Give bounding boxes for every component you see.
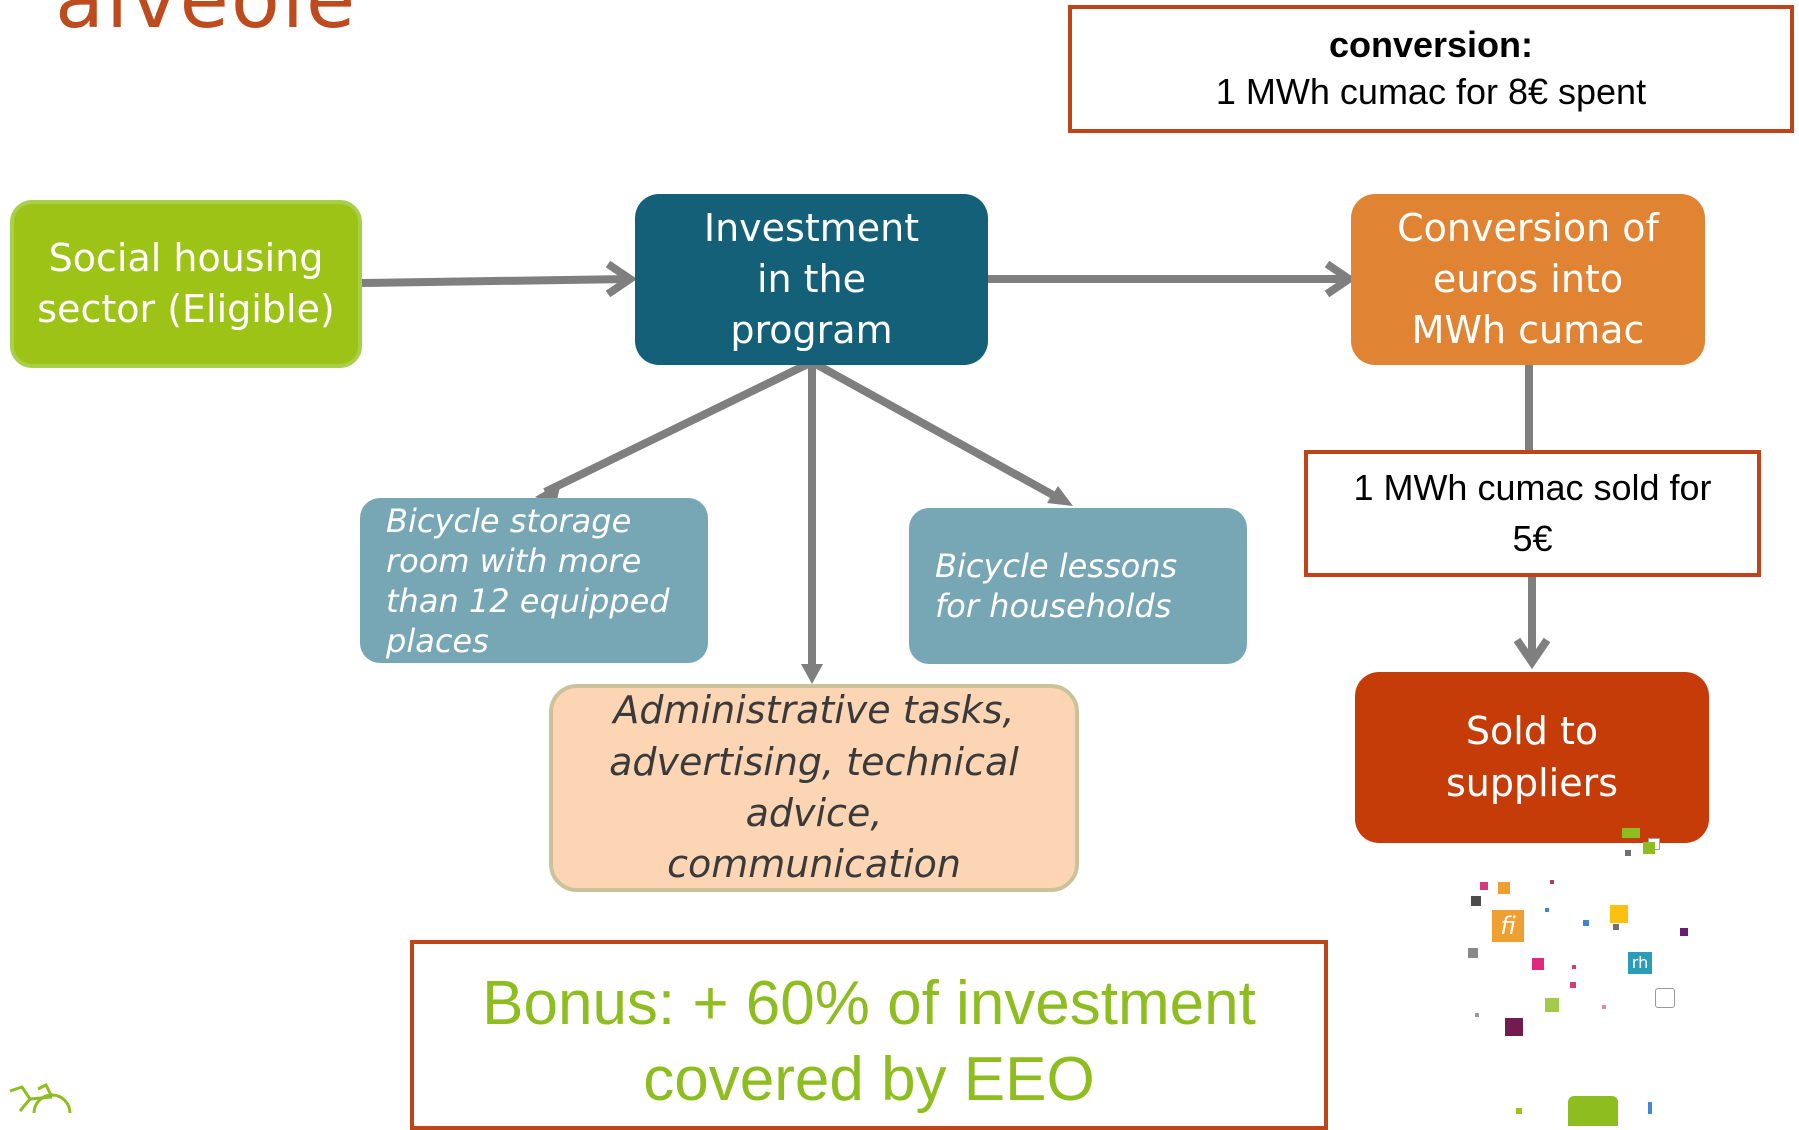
confetti-square bbox=[1610, 905, 1628, 923]
arrowhead-lessons bbox=[1047, 486, 1073, 506]
bonus-box: Bonus: + 60% of investment covered by EE… bbox=[410, 940, 1328, 1130]
confetti-square bbox=[1516, 1108, 1522, 1114]
arrowhead-admin bbox=[801, 664, 823, 684]
fi-partner-icon: fi bbox=[1492, 910, 1524, 942]
confetti-square bbox=[1613, 924, 1619, 930]
confetti-square bbox=[1655, 988, 1675, 1008]
node-investment-label: Investment in the program bbox=[703, 205, 920, 353]
bonus-text: Bonus: + 60% of investment covered by EE… bbox=[482, 969, 1256, 1114]
node-administrative-tasks-label: Administrative tasks, advertising, techn… bbox=[609, 688, 1019, 887]
confetti-square bbox=[1468, 948, 1478, 958]
rh-partner-icon: rh bbox=[1628, 952, 1652, 974]
node-sold-to-suppliers: Sold to suppliers bbox=[1355, 672, 1709, 843]
bicycle-icon bbox=[9, 1083, 72, 1113]
partner-logos-decoration: fi rh bbox=[1460, 800, 1740, 1126]
node-sold-to-suppliers-label: Sold to suppliers bbox=[1445, 709, 1619, 805]
arrow-investment-to-lessons bbox=[810, 358, 1064, 504]
confetti-square bbox=[1568, 1096, 1618, 1126]
confetti-square bbox=[1471, 896, 1481, 906]
node-bicycle-storage: Bicycle storage room with more than 12 e… bbox=[360, 498, 708, 663]
confetti-square bbox=[1480, 882, 1488, 890]
confetti-square bbox=[1643, 842, 1655, 854]
node-investment: Investment in the program bbox=[635, 194, 988, 365]
confetti-square bbox=[1545, 998, 1559, 1012]
arrow-investment-to-storage bbox=[543, 358, 814, 496]
arrow-sold-for-to-suppliers-head bbox=[1513, 637, 1551, 670]
conversion-heading: conversion: bbox=[1328, 24, 1534, 66]
confetti-square bbox=[1475, 1013, 1479, 1017]
node-administrative-tasks: Administrative tasks, advertising, techn… bbox=[549, 684, 1079, 892]
node-conversion: Conversion of euros into MWh cumac bbox=[1351, 194, 1705, 365]
alveole-logo: alveole bbox=[55, 0, 357, 40]
arrow-social-to-investment-head bbox=[605, 260, 638, 298]
node-social-housing: Social housing sector (Eligible) bbox=[10, 200, 362, 368]
node-sold-for-label: 1 MWh cumac sold for 5€ bbox=[1353, 467, 1712, 559]
confetti-square bbox=[1648, 1102, 1652, 1114]
node-bicycle-lessons-label: Bicycle lessons for households bbox=[935, 547, 1178, 625]
confetti-square bbox=[1602, 1005, 1606, 1009]
confetti-square bbox=[1570, 982, 1576, 988]
node-bicycle-storage-label: Bicycle storage room with more than 12 e… bbox=[386, 501, 670, 660]
confetti-square bbox=[1680, 928, 1688, 936]
conversion-rate-box: conversion: 1 MWh cumac for 8€ spent bbox=[1068, 5, 1794, 133]
confetti-square bbox=[1625, 850, 1631, 856]
node-sold-for: 1 MWh cumac sold for 5€ bbox=[1304, 450, 1761, 577]
confetti-square bbox=[1532, 958, 1544, 970]
arrow-investment-to-conversion-head bbox=[1324, 260, 1357, 298]
confetti-square bbox=[1545, 908, 1549, 912]
node-social-housing-label: Social housing sector (Eligible) bbox=[37, 235, 335, 331]
confetti-square bbox=[1550, 880, 1554, 884]
confetti-square bbox=[1505, 1018, 1523, 1036]
arrow-social-to-investment bbox=[361, 275, 631, 287]
node-conversion-label: Conversion of euros into MWh cumac bbox=[1397, 205, 1659, 353]
conversion-rate-text: 1 MWh cumac for 8€ spent bbox=[1215, 71, 1647, 112]
confetti-square bbox=[1622, 828, 1640, 838]
confetti-square bbox=[1583, 920, 1589, 926]
node-bicycle-lessons: Bicycle lessons for households bbox=[909, 508, 1247, 664]
confetti-square bbox=[1498, 882, 1510, 894]
confetti-square bbox=[1572, 965, 1576, 969]
